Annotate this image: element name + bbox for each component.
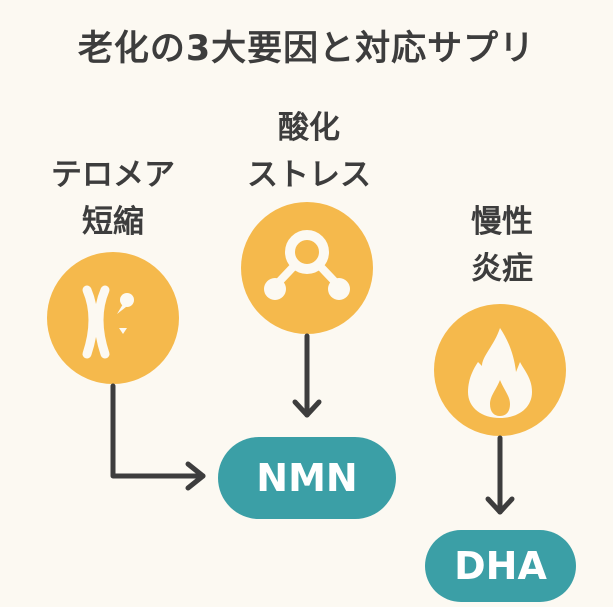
cause-label-inflammation: 慢性 炎症 (412, 199, 592, 293)
arrow-head (185, 461, 206, 491)
supplement-dha: DHA (425, 530, 576, 602)
supplement-nmn: NMN (218, 437, 396, 519)
molecule-icon (241, 202, 373, 334)
label-line: 短縮 (82, 204, 144, 240)
page-title: 老化の3大要因と対応サプリ (77, 29, 536, 69)
label-line: 炎症 (471, 251, 533, 287)
label-line: テロメア (51, 157, 175, 193)
arrow-telomere-to-nmn (110, 383, 206, 479)
cause-label-telomere: テロメア 短縮 (23, 152, 203, 246)
arrow-head (292, 399, 322, 418)
chromosome-icon (47, 252, 179, 384)
label-line: 酸化 (278, 110, 340, 146)
label-line: ストレス (247, 157, 371, 193)
arrow-head (485, 496, 515, 515)
cause-label-oxidative-stress: 酸化 ストレス (219, 105, 399, 199)
flame-icon (434, 304, 566, 436)
label-line: 慢性 (471, 204, 533, 240)
